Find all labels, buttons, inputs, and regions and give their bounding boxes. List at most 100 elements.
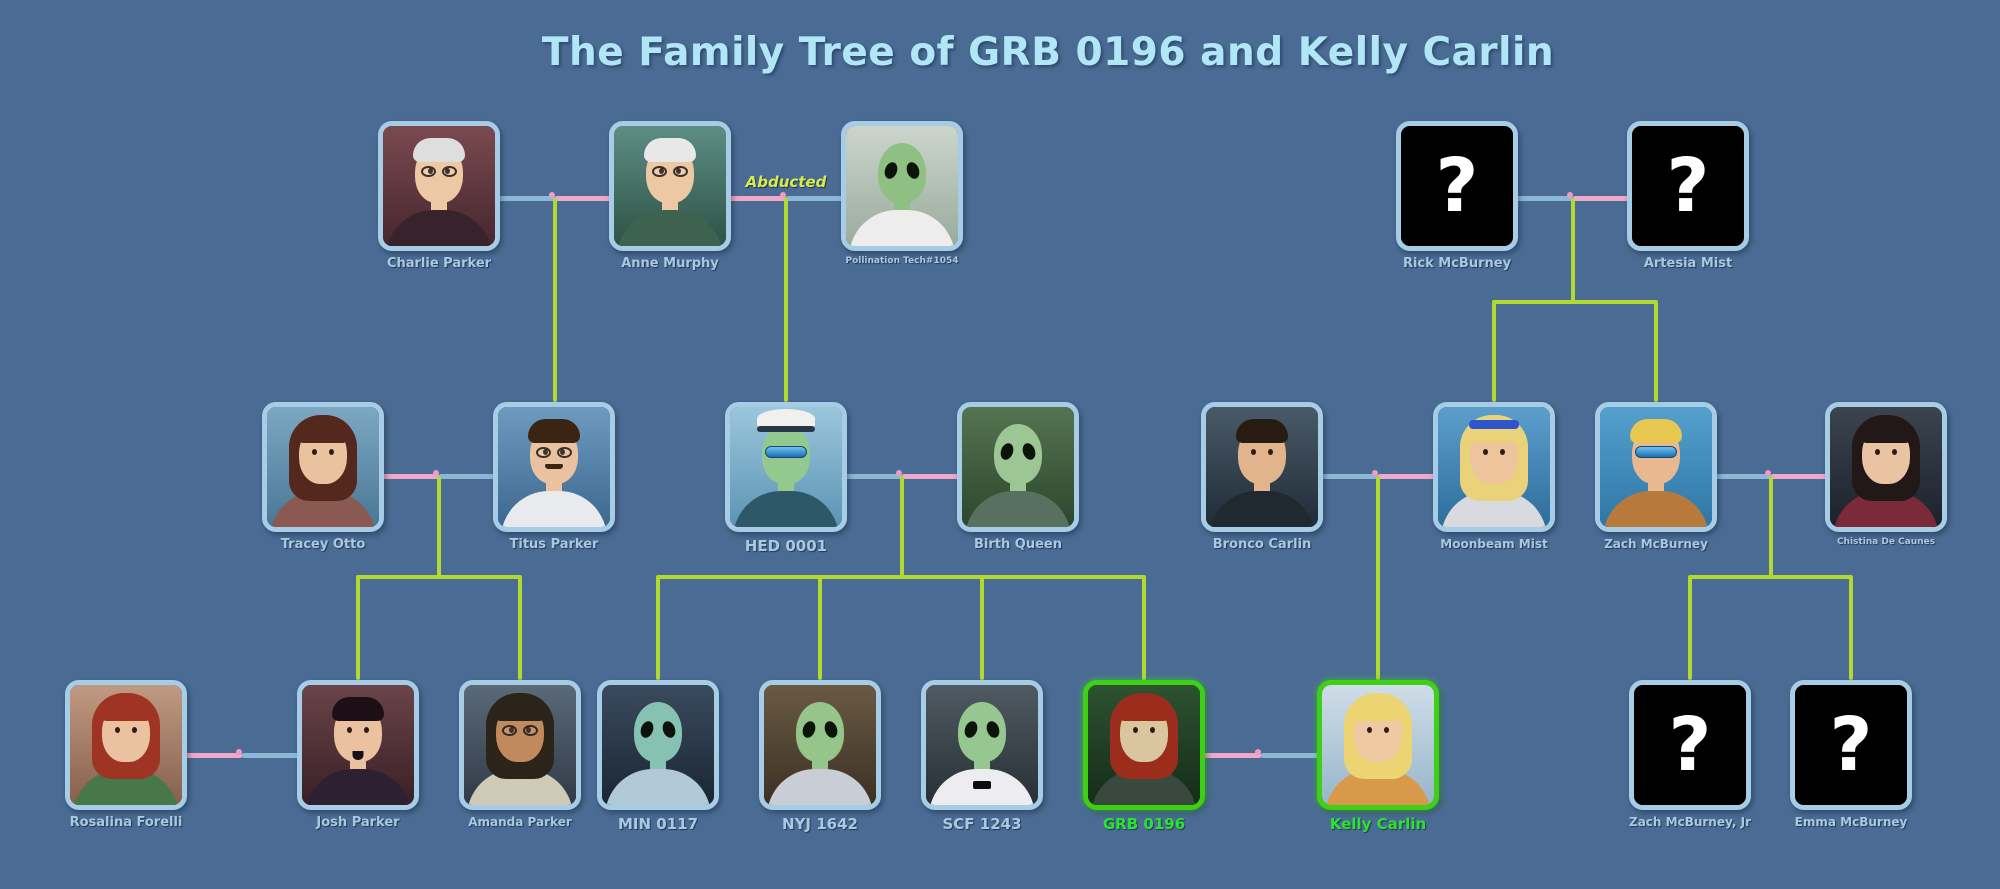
eye-left (1875, 449, 1880, 455)
person-label-hed-0001: HED 0001 (744, 537, 828, 555)
person-card-artesia-mist[interactable]: ? (1627, 121, 1749, 251)
person-card-moonbeam-mist[interactable] (1433, 402, 1555, 532)
person-card-emma-mcburney[interactable]: ? (1790, 680, 1912, 810)
person-label-rick-mcburney: Rick McBurney (1402, 256, 1512, 271)
portrait-hair-fringe (1352, 697, 1404, 721)
person-label-grb-0196: GRB 0196 (1102, 815, 1186, 833)
eye-left (1367, 727, 1372, 733)
portrait-shoulders (617, 210, 723, 246)
person-card-rick-mcburney[interactable]: ? (1396, 121, 1518, 251)
eye-left (1483, 449, 1488, 455)
portrait-photo (1830, 407, 1942, 527)
descent-bar (356, 575, 522, 579)
glasses-icon (502, 725, 517, 736)
descent-line (980, 577, 984, 680)
headband-icon (1469, 420, 1519, 429)
person-card-kelly-carlin[interactable] (1317, 680, 1439, 810)
portrait-shoulders (733, 491, 839, 527)
portrait-shoulders (929, 769, 1035, 805)
descent-line (518, 577, 522, 680)
descent-line (784, 198, 788, 402)
portrait-shoulders (849, 210, 955, 246)
captain-hat-icon (757, 409, 815, 429)
person-card-zach-mcburney[interactable] (1595, 402, 1717, 532)
person-label-anne-murphy: Anne Murphy (621, 256, 719, 271)
person-label-kelly-carlin: Kelly Carlin (1329, 815, 1427, 833)
eye-right (1384, 727, 1389, 733)
eye-right (329, 449, 334, 455)
sunglasses-icon (765, 446, 807, 458)
descent-bar (1492, 300, 1658, 304)
portrait-photo (1088, 685, 1200, 805)
couple-node (1566, 192, 1573, 198)
person-label-rosalina-forelli: Rosalina Forelli (69, 815, 183, 830)
glasses-icon (523, 725, 538, 736)
portrait-hair-fringe (1118, 697, 1170, 721)
eye-left (1133, 727, 1138, 733)
person-card-titus-parker[interactable] (493, 402, 615, 532)
unknown-portrait: ? (1634, 685, 1746, 805)
person-card-bronco-carlin[interactable] (1201, 402, 1323, 532)
person-card-chistina-de-caunes[interactable] (1825, 402, 1947, 532)
portrait-photo (764, 685, 876, 805)
goatee-icon (352, 751, 364, 760)
glasses-icon (536, 447, 551, 458)
person-card-amanda-parker[interactable] (459, 680, 581, 810)
portrait-shoulders (1209, 491, 1315, 527)
person-card-hed-0001[interactable] (725, 402, 847, 532)
person-card-zach-mcburney-jr[interactable]: ? (1629, 680, 1751, 810)
portrait-shoulders (767, 769, 873, 805)
person-card-charlie-parker[interactable] (378, 121, 500, 251)
portrait-photo (846, 126, 958, 246)
portrait-hair-fringe (1630, 419, 1682, 443)
portrait-photo (602, 685, 714, 805)
person-label-nyj-1642: NYJ 1642 (782, 815, 858, 833)
eye-left (347, 727, 352, 733)
person-card-birth-queen[interactable] (957, 402, 1079, 532)
person-label-scf-1243: SCF 1243 (942, 815, 1022, 833)
person-card-josh-parker[interactable] (297, 680, 419, 810)
captain-hat-band (757, 426, 815, 432)
eye-left (115, 727, 120, 733)
descent-line (1769, 476, 1773, 577)
portrait-hair-fringe (528, 419, 580, 443)
descent-line (1688, 577, 1692, 680)
person-label-titus-parker: Titus Parker (509, 537, 599, 552)
portrait-hair-fringe (413, 138, 465, 162)
descent-line (1654, 302, 1658, 402)
descent-line (552, 198, 557, 402)
portrait-photo (267, 407, 379, 527)
couple-node (1255, 749, 1261, 755)
person-card-nyj-1642[interactable] (759, 680, 881, 810)
eye-right (1500, 449, 1505, 455)
person-label-charlie-parker: Charlie Parker (386, 256, 492, 271)
descent-line (1376, 476, 1380, 680)
person-label-emma-mcburney: Emma McBurney (1794, 815, 1908, 829)
person-card-tracey-otto[interactable] (262, 402, 384, 532)
couple-node (432, 470, 439, 476)
person-card-pollination-tech-1054[interactable] (841, 121, 963, 251)
person-card-scf-1243[interactable] (921, 680, 1043, 810)
portrait-photo (730, 407, 842, 527)
descent-line (1570, 198, 1575, 302)
couple-node (548, 192, 555, 198)
portrait-photo (464, 685, 576, 805)
glasses-icon (673, 166, 688, 177)
descent-bar (656, 575, 1146, 579)
person-label-birth-queen: Birth Queen (974, 537, 1062, 552)
portrait-shoulders (501, 491, 607, 527)
person-card-grb-0196[interactable] (1083, 680, 1205, 810)
portrait-photo (1322, 685, 1434, 805)
descent-line (436, 476, 441, 577)
person-card-anne-murphy[interactable] (609, 121, 731, 251)
person-card-rosalina-forelli[interactable] (65, 680, 187, 810)
portrait-photo (1600, 407, 1712, 527)
portrait-photo (383, 126, 495, 246)
eye-right (364, 727, 369, 733)
descent-line (356, 577, 360, 680)
person-card-min-0117[interactable] (597, 680, 719, 810)
person-label-chistina-de-caunes: Chistina De Caunes (1836, 537, 1936, 547)
sunglasses-icon (1635, 446, 1677, 458)
portrait-hair-fringe (297, 419, 349, 443)
